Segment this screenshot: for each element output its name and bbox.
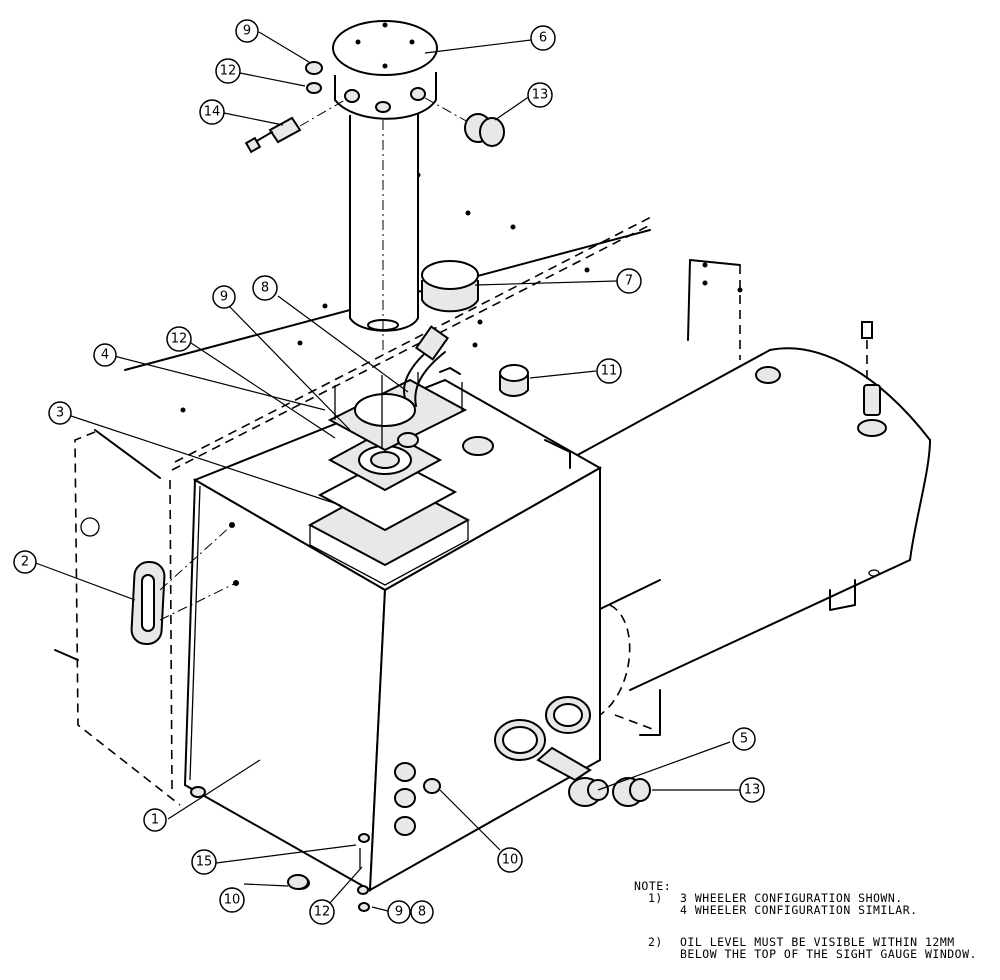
svg-text:9: 9 — [243, 24, 251, 39]
sight-gauge — [130, 524, 237, 646]
callout-12-mid: 12 — [166, 326, 192, 352]
svg-text:6: 6 — [539, 31, 547, 46]
svg-text:12: 12 — [220, 64, 237, 79]
fitting-13-bottom — [612, 777, 651, 807]
svg-text:8: 8 — [261, 281, 269, 296]
callout-13-top: 13 — [527, 82, 553, 108]
callout-14: 14 — [199, 99, 225, 125]
svg-text:4: 4 — [101, 348, 109, 363]
callout-12-top: 12 — [215, 58, 241, 84]
sensor-hose — [403, 325, 450, 407]
svg-text:11: 11 — [601, 364, 618, 379]
svg-text:14: 14 — [204, 105, 221, 120]
svg-text:10: 10 — [502, 853, 519, 868]
callout-7: 7 — [616, 268, 642, 294]
svg-text:10: 10 — [224, 893, 241, 908]
fitting-13-top — [464, 113, 505, 147]
plug-10 — [287, 874, 309, 890]
callout-9-mid: 9 — [212, 285, 236, 309]
callout-4: 4 — [93, 343, 117, 367]
svg-text:12: 12 — [171, 332, 188, 347]
note-2-line-2: BELOW THE TOP OF THE SIGHT GAUGE WINDOW. — [680, 947, 977, 961]
svg-text:2: 2 — [21, 555, 29, 570]
level-sender — [857, 321, 887, 437]
notes-heading: NOTE: — [634, 879, 672, 893]
callout-10-right: 10 — [497, 847, 523, 873]
callout-10-left: 10 — [219, 887, 245, 913]
svg-text:1: 1 — [151, 813, 159, 828]
callout-12-bottom: 12 — [309, 899, 335, 925]
note-1-line-2: 4 WHEELER CONFIGURATION SIMILAR. — [680, 903, 918, 917]
svg-text:9: 9 — [220, 290, 228, 305]
reservoir-tank — [183, 367, 603, 912]
filter-hardware — [244, 61, 346, 154]
callout-8-upper: 8 — [252, 275, 278, 301]
svg-text:3: 3 — [56, 406, 64, 421]
svg-text:5: 5 — [740, 732, 748, 747]
svg-text:7: 7 — [625, 274, 633, 289]
callout-13-bottom: 13 — [739, 777, 765, 803]
leader-lines — [32, 31, 740, 913]
callout-9-bottom: 9 — [387, 900, 411, 924]
callout-5: 5 — [732, 727, 756, 751]
svg-text:12: 12 — [314, 905, 331, 920]
cylindrical-tank — [549, 347, 931, 736]
filler-cap — [421, 260, 479, 313]
callout-9-top: 9 — [235, 19, 259, 43]
callout-6: 6 — [530, 25, 556, 51]
callout-11: 11 — [596, 358, 622, 384]
callout-1: 1 — [143, 808, 167, 832]
svg-text:8: 8 — [418, 905, 426, 920]
side-ports — [394, 696, 591, 836]
note-1-number: 1) — [648, 891, 663, 905]
svg-text:9: 9 — [395, 905, 403, 920]
callout-2: 2 — [13, 550, 37, 574]
callout-3: 3 — [48, 401, 72, 425]
note-2-line-1: OIL LEVEL MUST BE VISIBLE WITHIN 12MM — [680, 935, 955, 949]
svg-text:13: 13 — [532, 88, 549, 103]
svg-text:15: 15 — [196, 855, 213, 870]
svg-text:13: 13 — [744, 783, 761, 798]
note-1-line-1: 3 WHEELER CONFIGURATION SHOWN. — [680, 891, 903, 905]
breather-plug — [499, 364, 529, 397]
note-2-number: 2) — [648, 935, 663, 949]
return-filter — [332, 20, 469, 355]
callout-15: 15 — [191, 849, 217, 875]
callout-8-bottom: 8 — [410, 900, 434, 924]
